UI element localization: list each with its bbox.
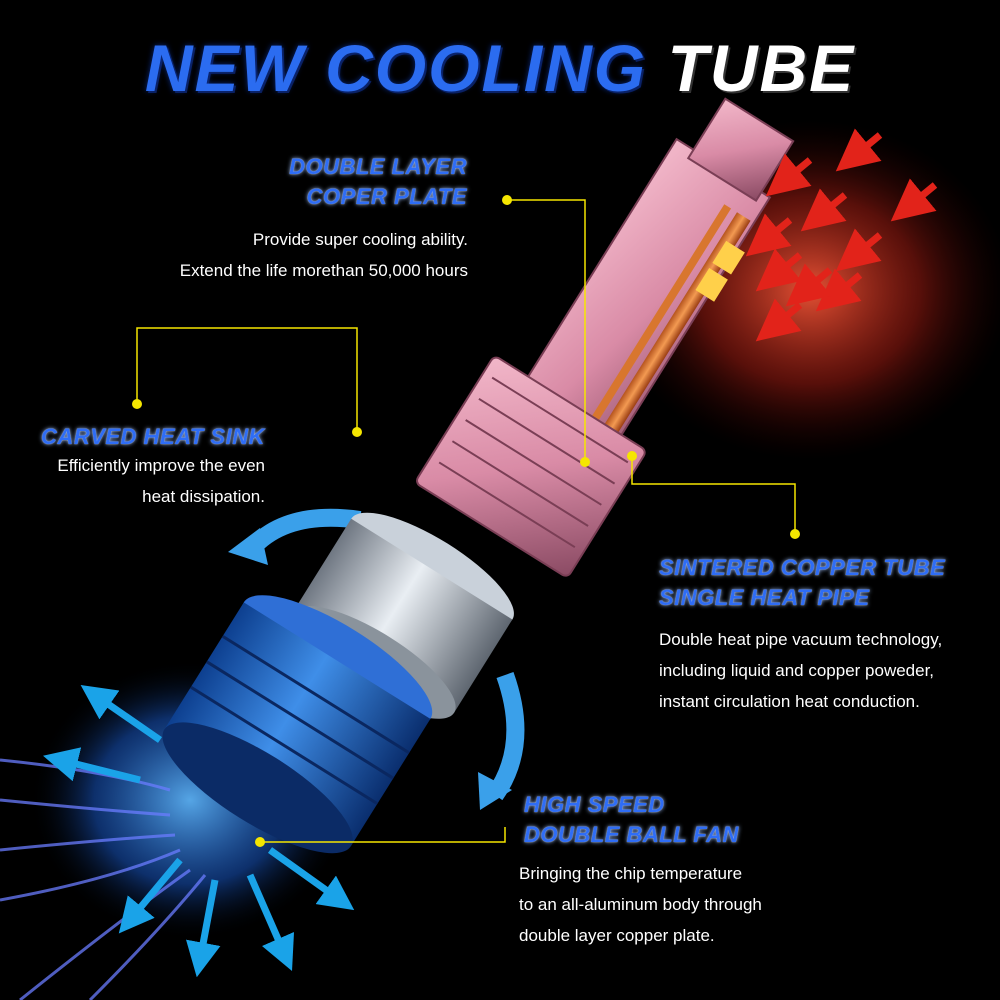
page-title: NEW COOLING TUBE bbox=[0, 28, 1000, 108]
rotation-arrow-upper bbox=[248, 508, 362, 552]
airflow-lines bbox=[0, 758, 207, 1000]
leader-lines bbox=[136, 199, 796, 843]
fan-arrows bbox=[43, 685, 355, 978]
fan-heading: HIGH SPEED DOUBLE BALL FAN bbox=[524, 792, 739, 847]
fan-description: Bringing the chip temperature to an all-… bbox=[519, 864, 762, 945]
title-part-blue: NEW COOLING bbox=[144, 31, 648, 105]
heat-arrows bbox=[745, 128, 938, 342]
rotation-arrow-lower bbox=[487, 671, 525, 801]
bulb-body bbox=[416, 97, 795, 577]
copper-plate-heading: DOUBLE LAYER COPER PLATE bbox=[289, 154, 467, 209]
leader-dots bbox=[132, 195, 800, 847]
title-part-white: TUBE bbox=[667, 31, 856, 105]
copper-tube-description: Double heat pipe vacuum technology, incl… bbox=[659, 630, 943, 711]
copper-plate-description: Provide super cooling ability. Extend th… bbox=[179, 230, 468, 280]
heat-sink-description: Efficiently improve the even heat dissip… bbox=[57, 456, 265, 506]
copper-tube-heading: SINTERED COPPER TUBE SINGLE HEAT PIPE bbox=[659, 555, 946, 610]
blue-housing bbox=[162, 595, 433, 854]
heat-sink-heading: CARVED HEAT SINK bbox=[41, 424, 265, 449]
